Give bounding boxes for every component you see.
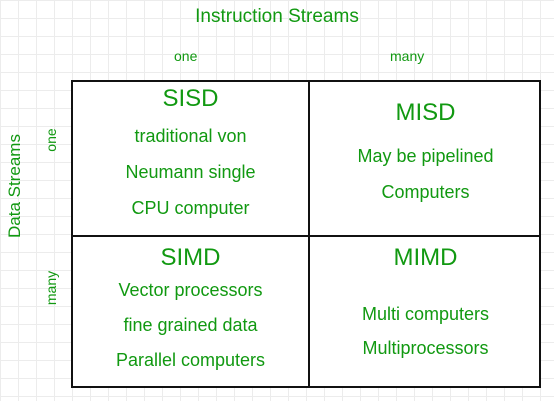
cell-simd-line: Parallel computers — [115, 350, 266, 370]
cell-simd: SIMD Vector processors fine grained data… — [73, 237, 308, 378]
cell-misd-name: MISD — [395, 99, 456, 126]
column-header-one: one — [174, 48, 198, 64]
cell-sisd: SISD traditional von Neumann single CPU … — [73, 82, 308, 226]
cell-misd: MISD May be pipelined Computers — [310, 82, 541, 210]
row-header-many: many — [43, 270, 59, 306]
cell-mimd-name: MIMD — [393, 244, 458, 271]
data-streams-label: Data Streams — [5, 134, 24, 238]
row-header-one: one — [43, 128, 59, 152]
cell-sisd-line: CPU computer — [131, 198, 250, 218]
cell-simd-name: SIMD — [160, 244, 221, 271]
cell-simd-line: Vector processors — [118, 280, 263, 300]
column-header-many: many — [390, 48, 425, 64]
cell-misd-line: Computers — [381, 182, 470, 202]
cell-sisd-line: traditional von — [134, 126, 247, 146]
cell-misd-line: May be pipelined — [357, 146, 494, 166]
cell-mimd: MIMD Multi computers Multiprocessors — [310, 237, 541, 365]
cell-sisd-line: Neumann single — [125, 162, 256, 182]
instruction-streams-title: Instruction Streams — [195, 6, 359, 27]
grid-horizontal-divider — [73, 235, 539, 237]
cell-mimd-line: Multiprocessors — [362, 338, 489, 358]
cell-mimd-line: Multi computers — [361, 304, 490, 324]
grid-vertical-divider — [308, 82, 310, 386]
cell-simd-line: fine grained data — [123, 315, 258, 335]
flynn-taxonomy-grid: SISD traditional von Neumann single CPU … — [71, 80, 541, 388]
cell-sisd-name: SISD — [162, 85, 219, 112]
